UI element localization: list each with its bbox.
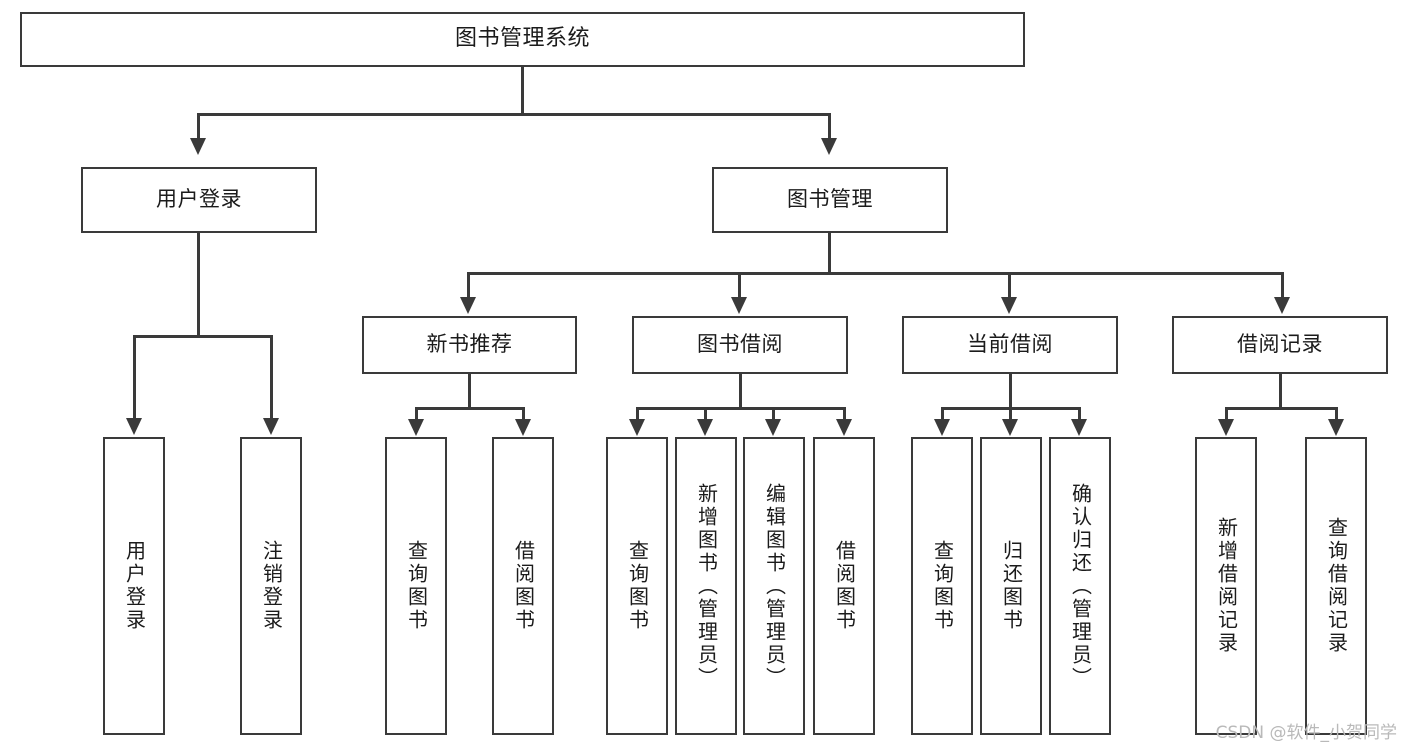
connector-book-management-stem <box>828 233 831 274</box>
node-label: 注销登录 <box>259 540 284 632</box>
connector-current-stem <box>1009 374 1012 409</box>
leaf-borrow-add-book-admin[interactable]: 新增图书（管理员） <box>675 437 737 735</box>
connector-recommend-bus <box>415 407 525 410</box>
arrow-record-leaf-2 <box>1328 419 1344 436</box>
connector-level3-drop-3 <box>1008 272 1011 299</box>
connector-record-drop-1 <box>1225 407 1228 421</box>
node-label: 借阅图书 <box>832 540 857 632</box>
node-label: 查询图书 <box>625 540 650 632</box>
arrow-current-leaf-1 <box>934 419 950 436</box>
node-current-borrow[interactable]: 当前借阅 <box>902 316 1118 374</box>
connector-borrow-drop-2 <box>704 407 707 421</box>
connector-record-drop-2 <box>1335 407 1338 421</box>
node-new-book-recommend[interactable]: 新书推荐 <box>362 316 577 374</box>
connector-recommend-drop-2 <box>522 407 525 421</box>
arrow-to-leaf-user-login <box>126 418 142 435</box>
leaf-current-query-book[interactable]: 查询图书 <box>911 437 973 735</box>
leaf-record-query-record[interactable]: 查询借阅记录 <box>1305 437 1367 735</box>
arrow-to-book-management <box>821 138 837 155</box>
connector-record-stem <box>1279 374 1282 409</box>
leaf-current-return-book[interactable]: 归还图书 <box>980 437 1042 735</box>
node-root-book-management-system[interactable]: 图书管理系统 <box>20 12 1025 67</box>
arrow-current-leaf-3 <box>1071 419 1087 436</box>
connector-level3-drop-1 <box>467 272 470 299</box>
connector-borrow-stem <box>739 374 742 409</box>
connector-user-login-stem <box>197 233 200 337</box>
connector-borrow-drop-1 <box>636 407 639 421</box>
node-label: 借阅记录 <box>1237 332 1323 357</box>
arrow-borrow-leaf-4 <box>836 419 852 436</box>
leaf-current-confirm-return-admin[interactable]: 确认归还（管理员） <box>1049 437 1111 735</box>
arrow-recommend-leaf-2 <box>515 419 531 436</box>
connector-current-drop-1 <box>941 407 944 421</box>
connector-root-bus <box>197 113 831 116</box>
node-label: 用户登录 <box>122 540 147 632</box>
arrow-recommend-leaf-1 <box>408 419 424 436</box>
connector-current-drop-3 <box>1078 407 1081 421</box>
leaf-borrow-edit-book-admin[interactable]: 编辑图书（管理员） <box>743 437 805 735</box>
node-label: 用户登录 <box>156 187 242 212</box>
node-book-management[interactable]: 图书管理 <box>712 167 948 233</box>
leaf-borrow-borrow-book[interactable]: 借阅图书 <box>813 437 875 735</box>
arrow-to-leaf-logout <box>263 418 279 435</box>
connector-user-login-bus <box>133 335 273 338</box>
leaf-record-add-record[interactable]: 新增借阅记录 <box>1195 437 1257 735</box>
arrow-to-book-borrow <box>731 297 747 314</box>
node-label: 图书管理 <box>787 187 873 212</box>
node-label: 新增图书（管理员） <box>694 482 719 690</box>
connector-level3-drop-2 <box>738 272 741 299</box>
node-label: 图书借阅 <box>697 332 783 357</box>
leaf-user-login[interactable]: 用户登录 <box>103 437 165 735</box>
connector-recommend-drop-1 <box>415 407 418 421</box>
arrow-borrow-leaf-2 <box>697 419 713 436</box>
arrow-current-leaf-2 <box>1002 419 1018 436</box>
connector-recommend-stem <box>468 374 471 409</box>
arrow-to-borrow-record <box>1274 297 1290 314</box>
arrow-borrow-leaf-1 <box>629 419 645 436</box>
connector-root-stem <box>521 67 524 113</box>
node-label: 归还图书 <box>999 540 1024 632</box>
connector-user-login-drop-2 <box>270 335 273 420</box>
node-label: 确认归还（管理员） <box>1068 482 1093 690</box>
node-borrow-record[interactable]: 借阅记录 <box>1172 316 1388 374</box>
connector-user-login-drop-1 <box>133 335 136 420</box>
node-label: 新书推荐 <box>426 332 513 357</box>
arrow-record-leaf-1 <box>1218 419 1234 436</box>
node-label: 查询借阅记录 <box>1324 517 1349 655</box>
connector-borrow-bus <box>636 407 846 410</box>
leaf-recommend-query-book[interactable]: 查询图书 <box>385 437 447 735</box>
connector-record-bus <box>1225 407 1338 410</box>
connector-borrow-drop-4 <box>843 407 846 421</box>
connector-borrow-drop-3 <box>772 407 775 421</box>
connector-root-drop-left <box>197 113 200 140</box>
node-label: 当前借阅 <box>967 332 1053 357</box>
arrow-to-new-book-recommend <box>460 297 476 314</box>
arrow-to-user-login <box>190 138 206 155</box>
leaf-borrow-query-book[interactable]: 查询图书 <box>606 437 668 735</box>
connector-level3-bus <box>467 272 1284 275</box>
node-label: 查询图书 <box>404 540 429 632</box>
connector-current-drop-2 <box>1009 407 1012 421</box>
arrow-to-current-borrow <box>1001 297 1017 314</box>
arrow-borrow-leaf-3 <box>765 419 781 436</box>
node-label: 借阅图书 <box>511 540 536 632</box>
node-label: 新增借阅记录 <box>1214 517 1239 655</box>
node-label: 图书管理系统 <box>454 26 590 52</box>
leaf-logout[interactable]: 注销登录 <box>240 437 302 735</box>
node-user-login[interactable]: 用户登录 <box>81 167 317 233</box>
leaf-recommend-borrow-book[interactable]: 借阅图书 <box>492 437 554 735</box>
connector-level3-drop-4 <box>1281 272 1284 299</box>
watermark-credit: CSDN @软件_小贺同学 <box>1215 723 1397 743</box>
node-label: 编辑图书（管理员） <box>762 482 787 690</box>
node-book-borrow[interactable]: 图书借阅 <box>632 316 848 374</box>
connector-root-drop-right <box>828 113 831 140</box>
node-label: 查询图书 <box>930 540 955 632</box>
